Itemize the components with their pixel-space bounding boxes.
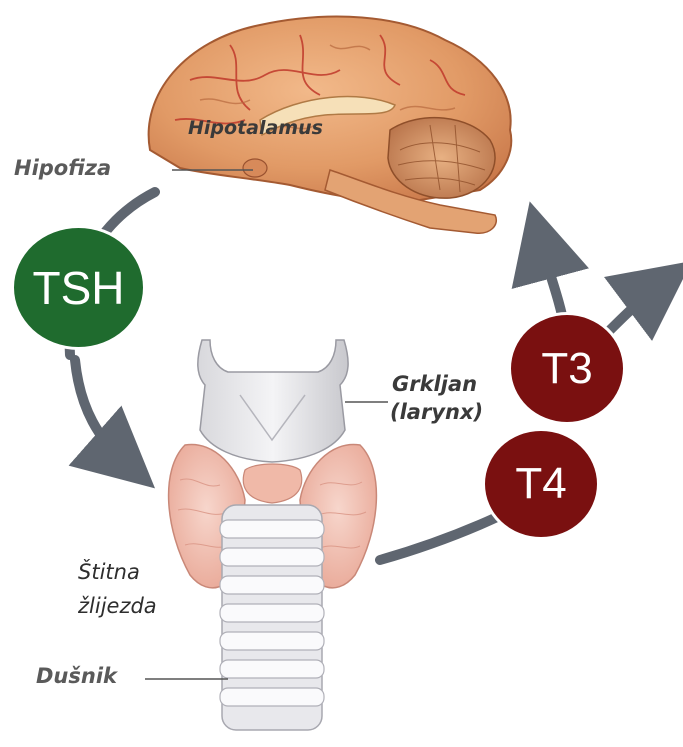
hipotalamus-label: Hipotalamus (188, 117, 323, 139)
stitna-label: Štitna (78, 560, 140, 584)
zlijezda-label: žlijezda (78, 594, 157, 618)
grkljan-label: Grkljan (392, 372, 477, 396)
larynx-label: (larynx) (390, 400, 483, 424)
tsh-badge: TSH (11, 225, 146, 350)
t4-label: T4 (515, 459, 566, 509)
dusnik-label: Dušnik (36, 664, 117, 688)
t3-label: T3 (541, 344, 592, 394)
thyroid-illustration (169, 340, 377, 730)
tsh-label: TSH (33, 261, 125, 315)
t4-badge: T4 (482, 428, 600, 540)
t3-badge: T3 (508, 312, 626, 425)
arrow-tsh-to-thyroid (75, 360, 125, 462)
hipofiza-label: Hipofiza (14, 156, 111, 180)
